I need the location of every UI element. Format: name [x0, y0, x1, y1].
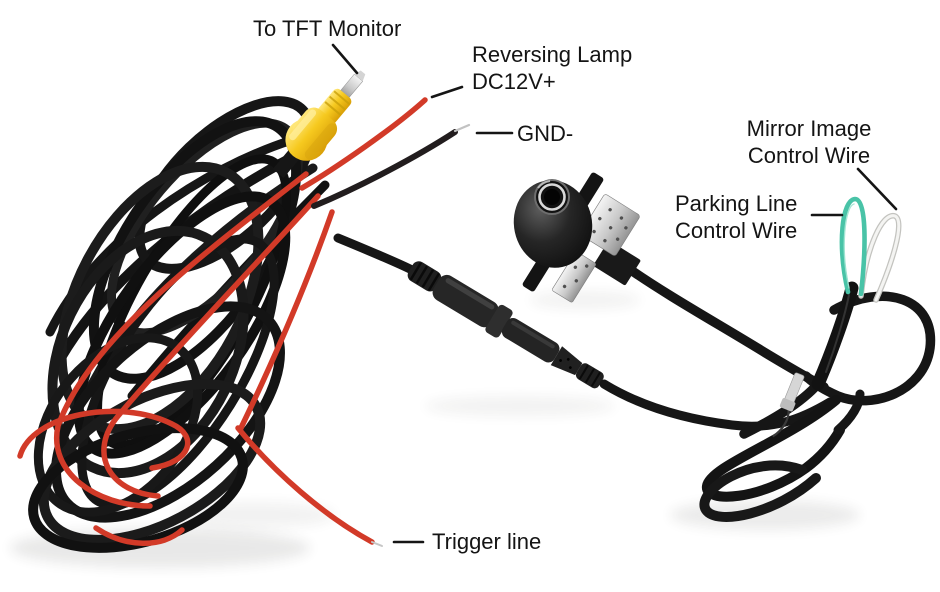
- camera-dome: [513, 180, 593, 268]
- label-reversing-lamp-line2: DC12V+: [472, 69, 556, 94]
- connector-feed-cable: [333, 233, 417, 275]
- red-power-wires: [17, 97, 428, 546]
- zip-tie: [772, 372, 805, 438]
- leader-mirror-image: [856, 167, 898, 211]
- label-trigger-line: Trigger line: [432, 529, 542, 554]
- mirror-control-loop: [858, 213, 902, 303]
- label-parking-line-line2: Control Wire: [675, 218, 798, 243]
- label-mirror-image-line2: Control Wire: [747, 143, 871, 168]
- label-tft-monitor: To TFT Monitor: [253, 16, 402, 41]
- connector-tail-cable: [599, 379, 835, 431]
- label-mirror-image: Mirror Image Control Wire: [740, 115, 878, 169]
- camera-pigtail-cable: [623, 263, 829, 392]
- trigger-wire: [235, 425, 375, 545]
- label-reversing-lamp-line1: Reversing Lamp: [472, 42, 633, 67]
- camera-lock-ring: [552, 251, 596, 303]
- camera-knurled-barrel: [580, 194, 640, 256]
- right-cable-bundle: [623, 263, 936, 522]
- control-wire-sheath: [811, 281, 859, 391]
- leader-lines: [331, 43, 898, 544]
- label-parking-line: Parking Line Control Wire: [675, 190, 797, 244]
- ground-wire: [311, 123, 471, 209]
- parking-control-loop: [839, 196, 867, 297]
- label-mirror-image-line1: Mirror Image: [746, 116, 872, 141]
- label-parking-line-line1: Parking Line: [675, 191, 798, 216]
- trigger-wire-bare-tip: [371, 541, 383, 547]
- label-gnd: GND-: [517, 121, 574, 146]
- reversing-lamp-wire: [299, 97, 428, 191]
- inline-connector: [407, 261, 604, 389]
- camera-head: [513, 172, 641, 303]
- ground-wire-bare-tip: [453, 123, 471, 133]
- leader-reversing-lamp: [430, 85, 464, 99]
- rca-video-plug: [272, 70, 366, 178]
- label-reversing-lamp: Reversing Lamp DC12V+: [472, 41, 632, 95]
- leader-tft-monitor: [331, 43, 359, 75]
